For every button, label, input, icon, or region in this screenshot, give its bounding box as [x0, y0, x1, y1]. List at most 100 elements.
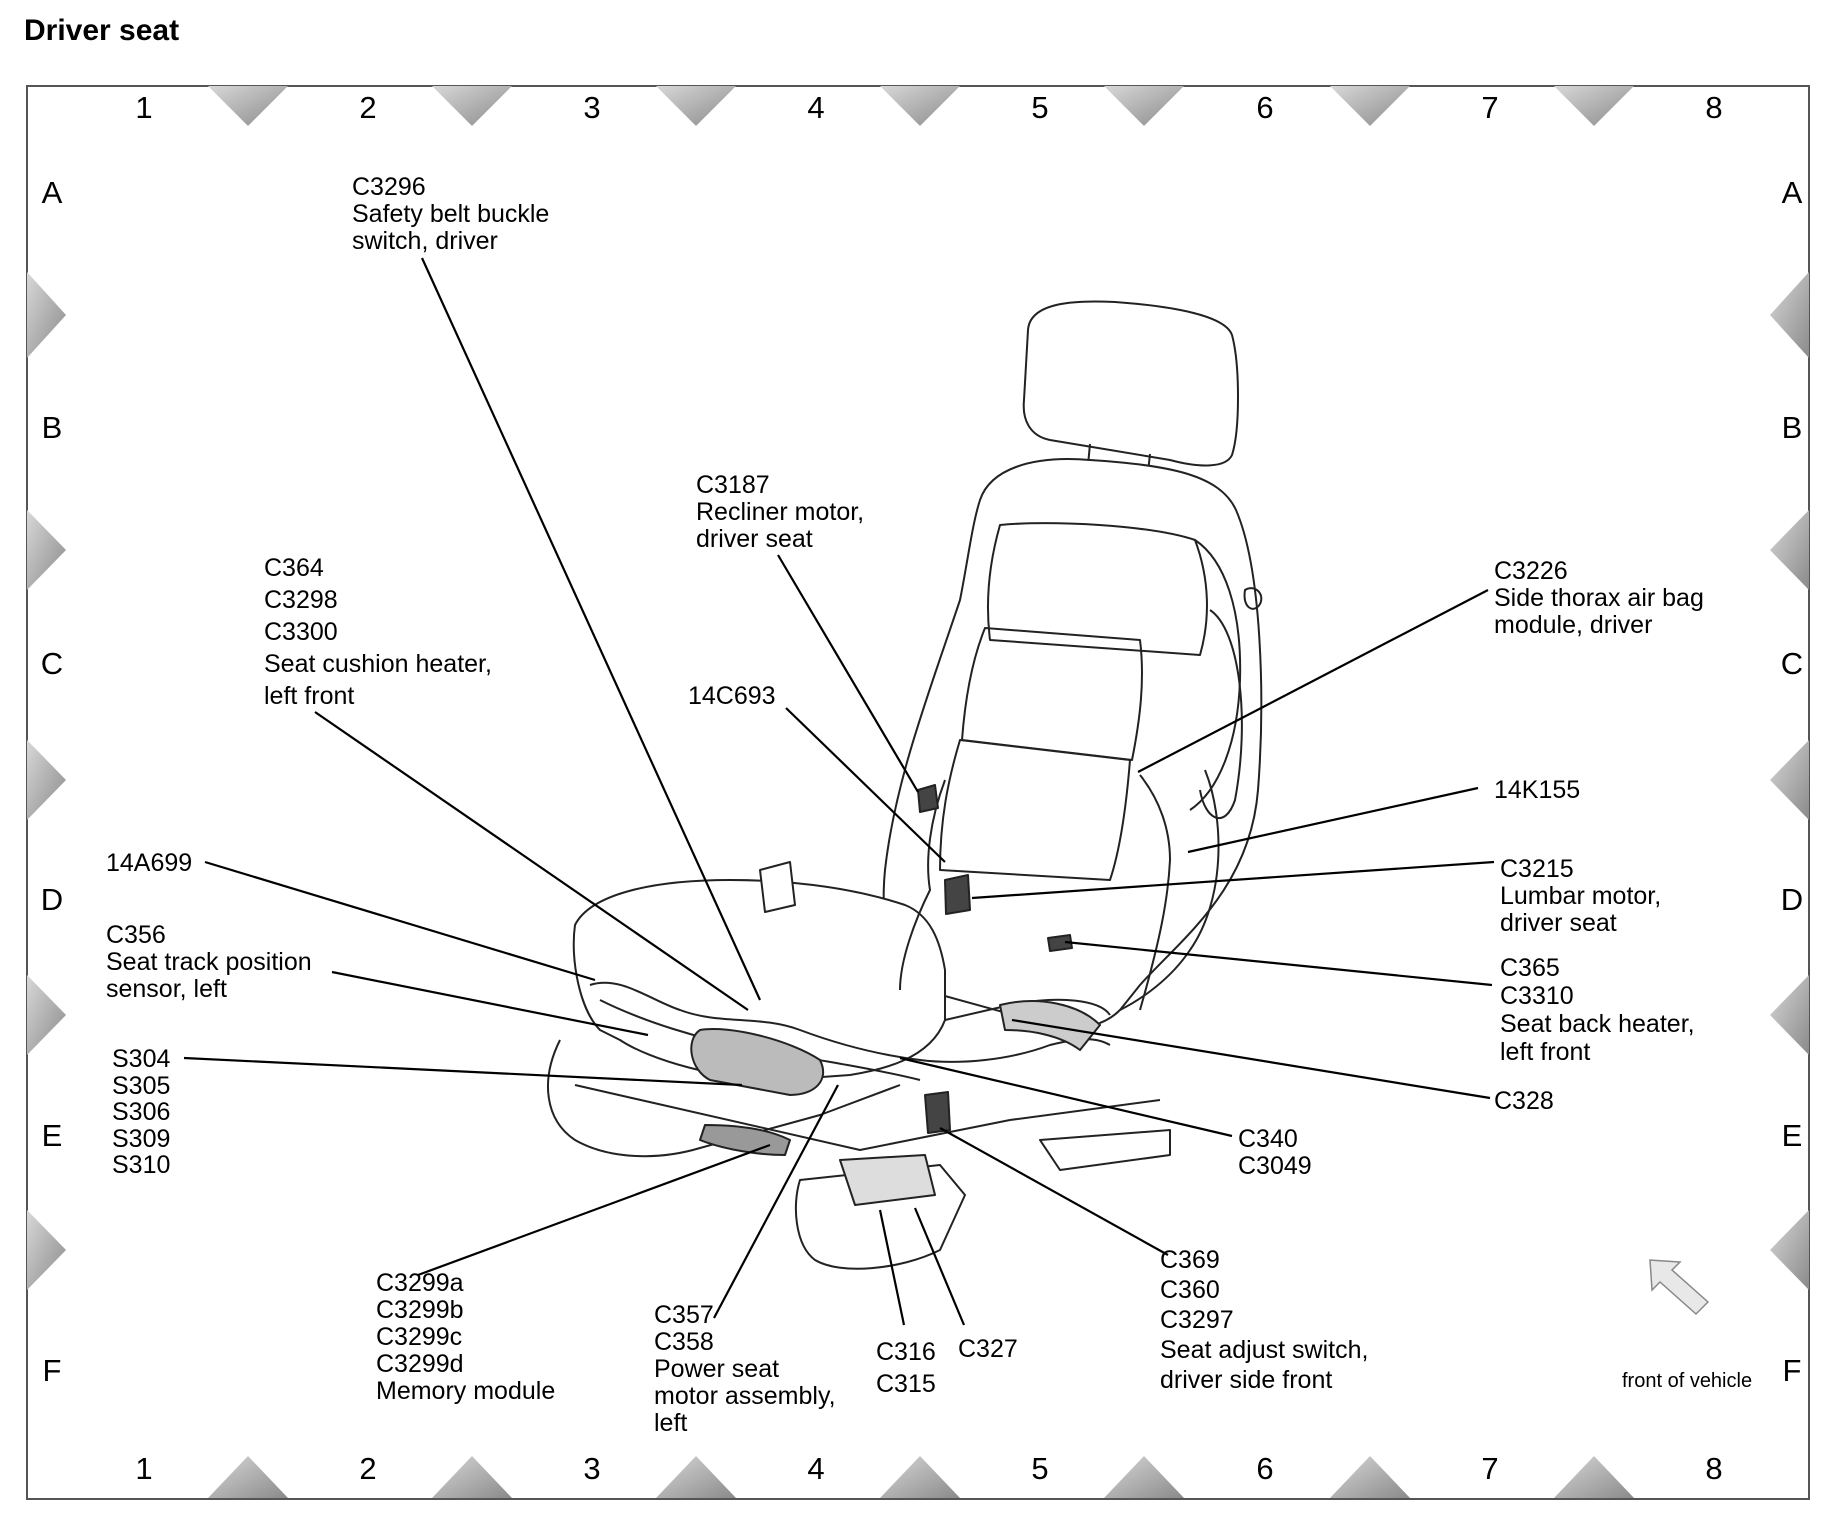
column-label: 5: [1031, 1451, 1049, 1486]
callout-line: C3296: [352, 173, 426, 201]
seat-back-panel-lower: [939, 739, 1131, 881]
callout-line: C3298: [264, 586, 338, 614]
grid-marker-bottom: [1104, 1456, 1184, 1498]
callout-line: driver seat: [1500, 909, 1617, 937]
wire-harness: [1139, 774, 1171, 1011]
column-label: 6: [1256, 90, 1274, 125]
leader-c3299: [417, 1143, 771, 1277]
grid-marker-top: [1104, 86, 1184, 126]
callout-14c693: 14C693: [688, 683, 776, 710]
row-label: C: [40, 646, 64, 681]
grid-marker-top: [656, 86, 736, 126]
row-label: E: [1781, 1118, 1803, 1153]
leader-c316: [878, 1209, 906, 1326]
callout-line: Safety belt buckle: [352, 200, 550, 228]
callout-line: S306: [112, 1098, 171, 1126]
column-label: 8: [1705, 1451, 1723, 1486]
row-label: D: [40, 882, 64, 917]
seat-back-panel-middle: [961, 627, 1143, 761]
page-title: Driver seat: [24, 14, 180, 47]
callout-line: Power seat: [654, 1355, 780, 1383]
grid-marker-top: [1554, 86, 1634, 126]
headrest: [1022, 300, 1239, 467]
callout-c327: C327: [958, 1336, 1018, 1363]
callout-line: C316: [876, 1338, 936, 1366]
column-label: 1: [135, 1451, 153, 1486]
callout-line: C328: [1494, 1087, 1554, 1115]
callout-line: C369: [1160, 1246, 1220, 1274]
leader-c369: [939, 1127, 1169, 1256]
leader-c356: [331, 970, 649, 1037]
grid-marker-bottom: [208, 1456, 288, 1498]
callout-line: C3299d: [376, 1350, 464, 1378]
row-label: B: [41, 410, 63, 445]
leader-c3215: [971, 860, 1495, 900]
grid-marker-right: [1770, 975, 1809, 1055]
column-label: 7: [1481, 90, 1499, 125]
grid-marker-left: [27, 1210, 66, 1290]
lumbar-motor: [944, 874, 971, 915]
leader-c365: [1064, 940, 1493, 987]
grid-marker-top: [1330, 86, 1410, 126]
grid-marker-bottom: [1330, 1456, 1410, 1498]
leader-c3296: [420, 257, 762, 1001]
callout-line: C3226: [1494, 557, 1568, 585]
front-of-vehicle-arrow-icon: [1649, 1259, 1710, 1316]
callout-line: Seat cushion heater,: [264, 650, 492, 678]
leader-c328: [1011, 1018, 1491, 1100]
column-label: 3: [583, 1451, 601, 1486]
leader-c3187: [777, 554, 919, 793]
column-label: 2: [359, 1451, 377, 1486]
recliner-knob: [1243, 587, 1263, 610]
grid-marker-bottom: [880, 1456, 960, 1498]
connector-14k155: [1047, 934, 1073, 952]
cushion-front: [547, 1039, 901, 1158]
seat-track-rail: [1039, 1129, 1171, 1171]
callout-line: C356: [106, 921, 166, 949]
grid-marker-bottom: [432, 1456, 512, 1498]
callout-c328: C328: [1494, 1088, 1554, 1115]
row-label: F: [42, 1353, 62, 1388]
callout-line: Side thorax air bag: [1494, 584, 1704, 612]
callout-line: C3299a: [376, 1269, 464, 1297]
row-label: F: [1782, 1353, 1802, 1388]
column-label: 2: [359, 90, 377, 125]
callout-line: 14A699: [106, 849, 193, 877]
grid-marker-bottom: [656, 1456, 736, 1498]
column-label: 6: [1256, 1451, 1274, 1486]
leader-14a699: [204, 860, 596, 982]
leader-c357: [713, 1084, 839, 1319]
row-label: E: [41, 1118, 63, 1153]
front-of-vehicle-label: front of vehicle: [1622, 1370, 1753, 1392]
leader-c3226: [1137, 589, 1489, 773]
column-label: 8: [1705, 90, 1723, 125]
callout-line: C340: [1238, 1125, 1298, 1153]
callout-line: sensor, left: [106, 975, 227, 1003]
grid-marker-right: [1770, 272, 1809, 358]
callout-line: C3297: [1160, 1306, 1234, 1334]
leader-c340: [899, 1056, 1233, 1138]
grid-marker-top: [432, 86, 512, 126]
callout-14k155: 14K155: [1494, 777, 1580, 804]
callout-line: left: [654, 1409, 688, 1437]
leader-lines: [183, 257, 1495, 1326]
callout-line: C3215: [1500, 855, 1574, 883]
callout-line: C364: [264, 554, 324, 582]
callout-line: S310: [112, 1151, 171, 1179]
wire-harness: [899, 779, 946, 991]
callout-line: C315: [876, 1370, 936, 1398]
callout-line: 14C693: [688, 682, 776, 710]
callout-line: motor assembly,: [654, 1382, 836, 1410]
seat-cushion: [572, 879, 946, 1081]
grid-marker-top: [880, 86, 960, 126]
callout-line: driver side front: [1160, 1366, 1333, 1394]
grid-marker-left: [27, 740, 66, 820]
callout-line: C3049: [1238, 1152, 1312, 1180]
